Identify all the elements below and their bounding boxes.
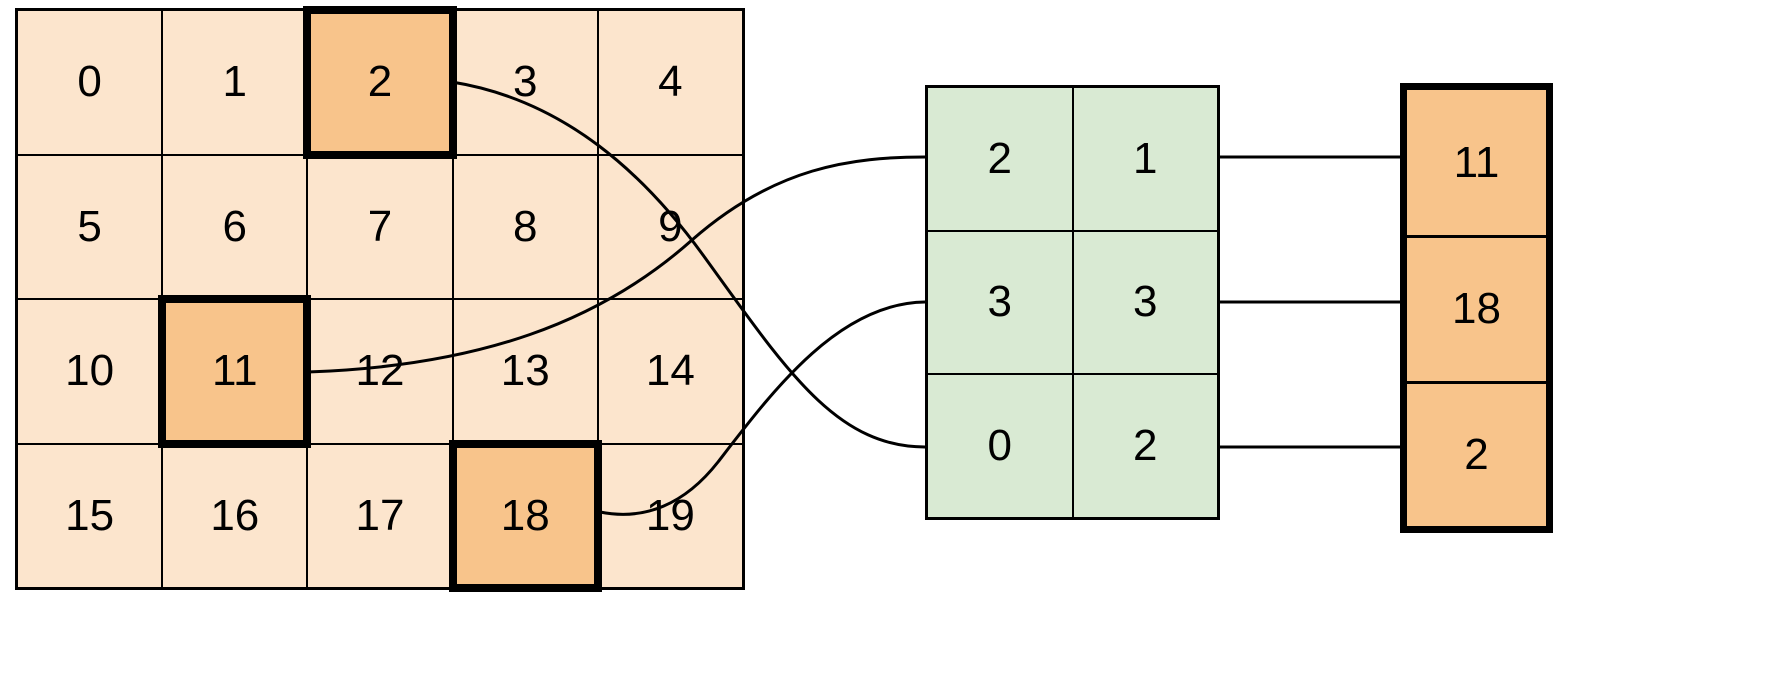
grid-cell-2: 2: [303, 6, 457, 158]
grid-cell-14: 14: [597, 299, 743, 444]
grid-cell-11: 11: [158, 295, 312, 447]
grid-cell-17: 17: [307, 443, 453, 588]
output-column: 11 18 2: [1400, 83, 1553, 533]
grid-cell-15: 15: [17, 443, 163, 588]
grid-cell-6: 6: [162, 154, 308, 299]
grid-cell-13: 13: [452, 299, 598, 444]
index-table: 2 1 3 3 0 2: [925, 85, 1220, 520]
grid-cell-7: 7: [307, 154, 453, 299]
grid-cell-12: 12: [307, 299, 453, 444]
grid-cell-18: 18: [448, 439, 603, 592]
grid-cell-19: 19: [597, 443, 743, 588]
grid-cell-5: 5: [17, 154, 163, 299]
index-cell-r2c1: 2: [1072, 374, 1218, 518]
output-cell-0: 11: [1407, 90, 1546, 236]
source-grid: 0 1 2 3 4 5 6 7 8 9 10 11 12 13 14 15 16…: [15, 6, 745, 592]
grid-cell-9: 9: [597, 154, 743, 299]
grid-cell-8: 8: [452, 154, 598, 299]
index-cell-r0c1: 1: [1072, 87, 1218, 231]
index-cell-r0c0: 2: [927, 87, 1073, 231]
grid-cell-3: 3: [452, 10, 598, 155]
index-cell-r1c0: 3: [927, 230, 1073, 375]
grid-cell-4: 4: [597, 10, 743, 155]
grid-cell-1: 1: [162, 10, 308, 155]
index-cell-r2c0: 0: [927, 374, 1073, 518]
grid-cell-10: 10: [17, 299, 163, 444]
output-cell-2: 2: [1407, 380, 1546, 526]
grid-cell-0: 0: [17, 10, 163, 155]
grid-cell-16: 16: [162, 443, 308, 588]
index-cell-r1c1: 3: [1072, 230, 1218, 375]
output-cell-1: 18: [1407, 235, 1546, 381]
